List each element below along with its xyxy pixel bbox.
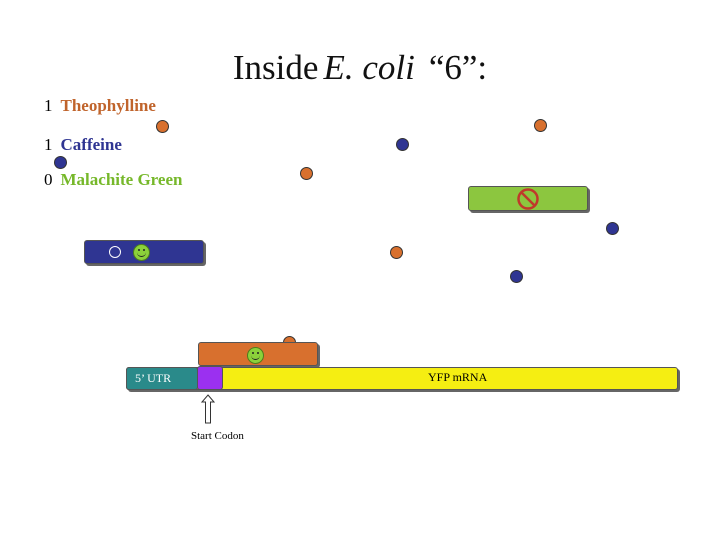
gene-label: YFP mRNA [428,370,488,384]
empty-binding-site-icon [109,246,121,258]
legend-count: 1 [44,135,53,154]
caffeine-molecule [606,222,619,235]
title-organism: E. coli [323,48,415,87]
theophylline-molecule [156,120,169,133]
smiley-icon [133,244,150,261]
smiley-icon [247,347,264,364]
caffeine-molecule [396,138,409,151]
title-suffix: “6”: [428,48,488,87]
caffeine-aptamer [84,240,204,264]
legend-malachite-green: 0 Malachite Green [44,170,182,190]
caffeine-molecule [510,270,523,283]
legend-name: Theophylline [60,96,156,115]
legend-count: 1 [44,96,53,115]
title-prefix: Inside [232,48,319,87]
theophylline-molecule [390,246,403,259]
inhibit-icon [517,188,539,210]
up-arrow-icon [201,394,215,424]
start-codon-segment [197,366,223,390]
utr-segment: 5’ UTR [126,367,198,390]
theophylline-molecule [300,167,313,180]
start-codon-label: Start Codon [191,430,244,442]
theophylline-aptamer [198,342,318,366]
caffeine-molecule [54,156,67,169]
utr-label: 5’ UTR [135,371,172,385]
legend-theophylline: 1 Theophylline [44,96,156,116]
malachite-green-aptamer [468,186,588,211]
theophylline-molecule [534,119,547,132]
legend-count: 0 [44,170,53,189]
legend-caffeine: 1 Caffeine [44,135,122,155]
legend-name: Caffeine [60,135,122,154]
legend-name: Malachite Green [60,170,183,189]
